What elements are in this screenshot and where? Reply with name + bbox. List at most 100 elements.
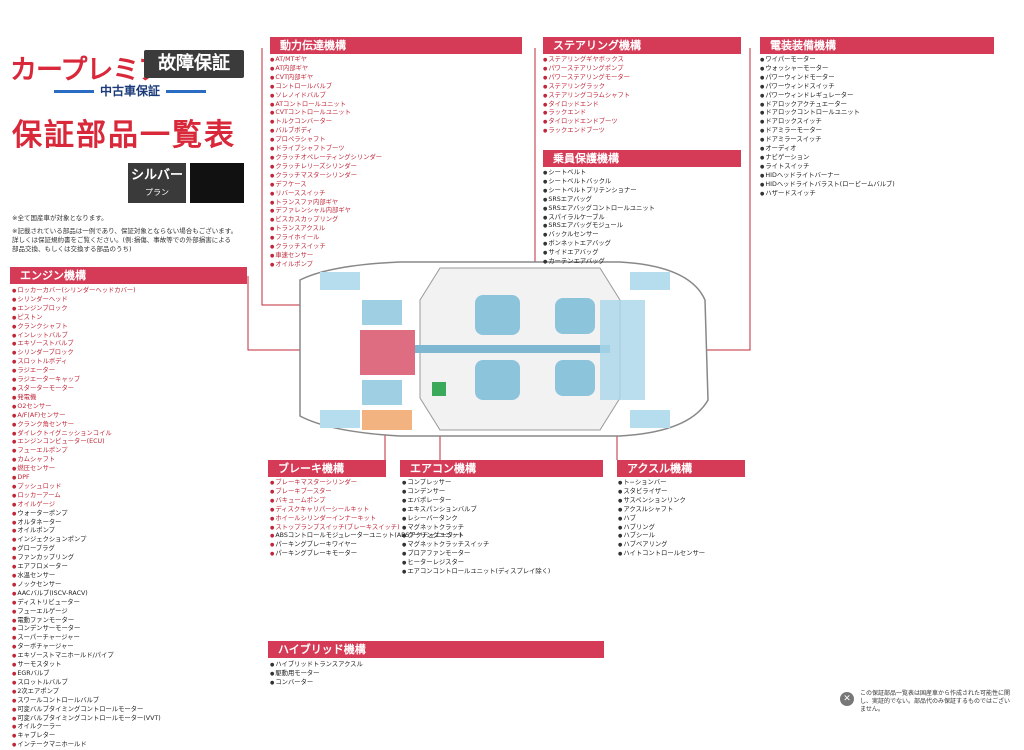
part-item: ハブシール [618,532,705,541]
part-item: エンジンブロック [12,305,161,314]
part-item: ファンカップリング [12,554,161,563]
part-item: AT内部ギヤ [270,65,382,74]
part-item: スワールコントロールバルブ [12,697,161,706]
part-item: スーパーチャージャー [12,634,161,643]
part-item: オーディオ [760,145,895,154]
part-item: ドライブシャフトブーツ [270,145,382,154]
part-item: サイドエアバッグ [543,249,655,258]
part-item: タイロッドエンド [543,101,630,110]
part-item: インジェクションポンプ [12,536,161,545]
footer-note: この保証部品一覧表は国産車から作成された可能性に関し、実証的でない。部品代のみ保… [860,690,1011,713]
section-header-axle: アクスル機構 [617,460,745,477]
part-item: オイルポンプ [270,261,382,270]
part-item: A/F(AF)センサー [12,412,161,421]
part-item: ハイブリッドトランスアクスル [270,661,362,670]
part-item: トランスアクスル [270,225,382,234]
part-item: クランクシャフト [12,323,161,332]
subtitle-text: 中古車保証 [99,84,160,98]
part-item: エアコンコントロールユニット(ディスプレイ除く) [402,568,550,577]
plan-badge-black [190,163,244,203]
part-item: ステアリングギヤボックス [543,56,630,65]
section-header-hybrid: ハイブリッド機構 [268,641,604,658]
part-item: スロットルボディ [12,358,161,367]
part-item: ロッカーカバー(シリンダーヘッドカバー) [12,287,161,296]
part-item: O2センサー [12,403,161,412]
warranty-badge: 故障保証 [144,50,244,78]
part-item: エアフロメーター [12,563,161,572]
part-item: パワーウィンドレギュレーター [760,92,895,101]
part-item: 可変バルブタイミングコントロールモーター [12,706,161,715]
part-item: サーモスタット [12,661,161,670]
section-header-steering: ステアリング機構 [543,37,741,54]
part-item: エキゾーストマニホールド/パイプ [12,652,161,661]
part-item: コンプレッサー [402,479,550,488]
part-item: ピストン [12,314,161,323]
part-item: シートベルトバックル [543,178,655,187]
part-item: ラックエンドブーツ [543,127,630,136]
part-item: ディストリビューター [12,599,161,608]
notes-block: ※全て国産車が対象となります。 ※記載されている部品は一例であり、保証対象となら… [12,214,252,254]
part-item: CVTコントロールユニット [270,109,382,118]
part-item: ロッカーアーム [12,492,161,501]
part-item: シリンダーヘッド [12,296,161,305]
part-item: パワーステアリングモーター [543,74,630,83]
part-item: コンデンサーモーター [12,625,161,634]
part-item: ABSコントロールモジュレーターユニット(ABSアクチュエーター) [270,532,461,541]
part-item: ステアリングコラムシャフト [543,92,630,101]
part-item: トランスファ内部ギヤ [270,199,382,208]
section-header-occupant: 乗員保護機構 [543,150,741,167]
part-item: 電動ファンモーター [12,617,161,626]
part-item: ヒーターレジスター [402,559,550,568]
part-item: パワーウィンドスイッチ [760,83,895,92]
part-item: キャブレター [12,732,161,741]
brand-wordmark: カープレミア [10,55,165,86]
part-item: ラジエーターキャップ [12,376,161,385]
part-item: オイルゲージ [12,501,161,510]
note-line: 部品交換、もしくは交換する部品のうち) [12,245,132,253]
part-item: 駆動用モーター [270,670,363,679]
section-header-drivetrain: 動力伝達機構 [270,37,522,54]
part-item: ダイレクトイグニッションコイル [12,430,161,439]
engine-parts-list: ロッカーカバー(シリンダーヘッドカバー)シリンダーヘッドエンジンブロックピストン… [12,287,161,750]
part-item: ウォーターポンプ [12,510,161,519]
part-item: ドアロックアクチュエーター [760,101,895,110]
part-item: 2次エアポンプ [12,688,161,697]
part-item: クラッチマスターシリンダー [270,172,382,181]
part-item: クーリングユニット [402,532,550,541]
part-item: ドアロックコントロールユニット [760,109,895,118]
part-item: サスペンションリンク [618,497,705,506]
part-item: ナビゲーション [760,154,895,163]
part-item: オルタネーター [12,519,161,528]
part-item: ワイパーモーター [760,56,895,65]
part-item: インテークマニホールド [12,741,161,750]
part-item: ストップランプスイッチ(ブレーキスイッチ) [270,524,462,533]
part-item: コンデンサー [402,488,550,497]
part-item: エキスパンションバルブ [402,506,550,515]
part-item: ト−ションバー [618,479,705,488]
part-item: パワーステアリングポンプ [543,65,630,74]
part-item: プロペラシャフト [270,136,382,145]
part-item: スロットルバルブ [12,679,161,688]
part-item: エバポレーター [402,497,550,506]
part-item: HIDヘッドライトバーナー [760,172,895,181]
part-item: マグネットクラッチ [402,524,550,533]
part-item: 可変バルブタイミングコントロールモーター(VVT) [12,715,160,724]
plan-sub: プラン [145,188,169,197]
part-item: バックルセンサー [543,231,655,240]
section-header-aircon: エアコン機構 [400,460,603,477]
part-item: レシーバータンク [402,515,550,524]
hybrid-parts-list: ハイブリッドトランスアクスル駆動用モーターコンバーター [270,661,363,688]
part-item: バルブボディ [270,127,382,136]
section-header-electrical: 電装装備機構 [760,37,994,54]
part-item: ハブベアリング [618,541,705,550]
axle-parts-list: ト−ションバースタビライザーサスペンションリンクアクスルシャフトハブハブリングハ… [618,479,705,559]
part-item: ディスクキャリパーシールキット [270,506,462,515]
part-item: ステアリングラック [543,83,630,92]
steering-parts-list: ステアリングギヤボックスパワーステアリングポンプパワーステアリングモーターステア… [543,56,630,136]
part-item: AT/MTギヤ [270,56,382,65]
note-line: ※全て国産車が対象となります。 [12,214,108,222]
part-item: パーキングブレーキワイヤー [270,541,462,550]
part-item: マグネットクラッチスイッチ [402,541,550,550]
part-item: ブレーキマスターシリンダー [270,479,462,488]
part-item: スターターモーター [12,385,161,394]
